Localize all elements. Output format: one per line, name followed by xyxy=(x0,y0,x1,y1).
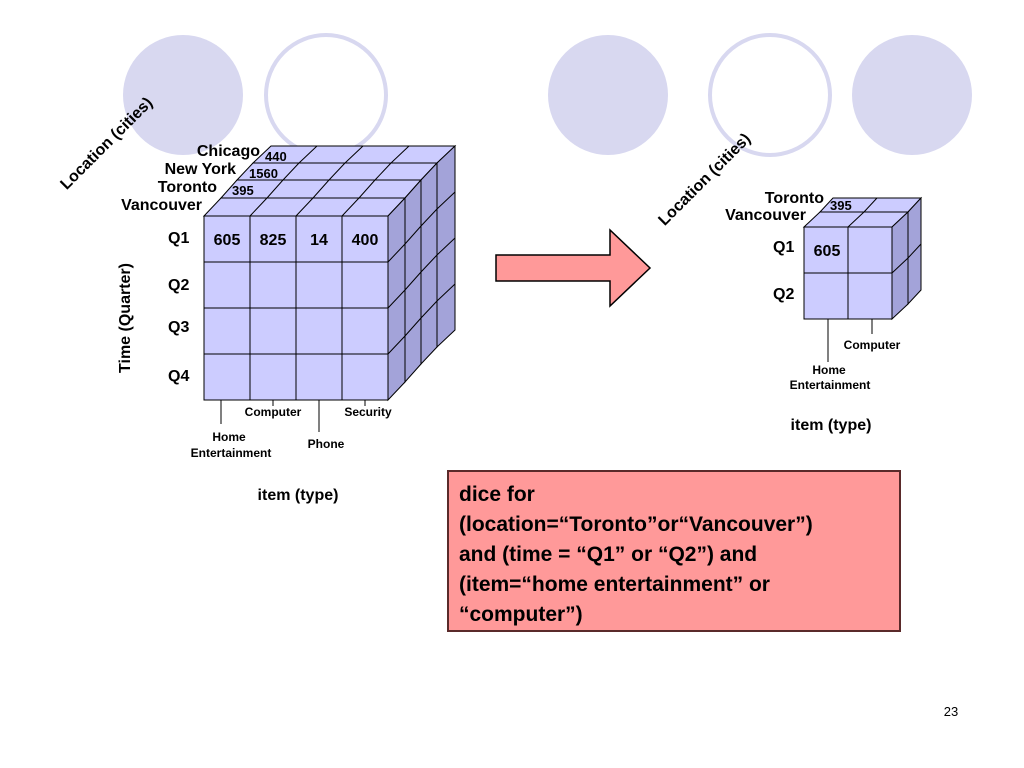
quarter-label-q3: Q3 xyxy=(168,319,189,336)
cell-value: 825 xyxy=(260,232,287,249)
item-label-computer: Computer xyxy=(245,405,302,419)
circle-filled xyxy=(852,35,972,155)
city-value-toronto: 395 xyxy=(232,183,254,198)
item-label-entertainment: Entertainment xyxy=(790,378,871,392)
cube-gridlines xyxy=(204,197,406,400)
dice-line: and (time = “Q1” or “Q2”) and xyxy=(459,543,758,566)
cell-value: 400 xyxy=(352,232,379,249)
circle-filled xyxy=(123,35,243,155)
circle-outline xyxy=(264,33,388,157)
city-value-chicago: 440 xyxy=(265,149,287,164)
dice-line: dice for xyxy=(459,483,535,506)
quarter-label-q1: Q1 xyxy=(168,230,189,247)
cell-value: 14 xyxy=(310,232,328,249)
page-number: 23 xyxy=(943,704,959,719)
quarter-label-q4: Q4 xyxy=(168,368,189,385)
item-tick-lines xyxy=(827,319,873,362)
arrow-icon xyxy=(495,228,652,308)
circle-filled xyxy=(548,35,668,155)
city-value-toronto: 395 xyxy=(830,198,852,213)
item-tick-lines xyxy=(220,400,366,432)
dice-callout: dice for (location=“Toronto”or“Vancouver… xyxy=(447,470,901,632)
city-label-toronto: Toronto xyxy=(158,179,217,196)
left-cube xyxy=(202,144,457,432)
quarter-label-q2: Q2 xyxy=(773,286,794,303)
quarter-label-q1: Q1 xyxy=(773,239,794,256)
dice-line: (item=“home entertainment” or xyxy=(459,573,770,596)
city-label-new-york: New York xyxy=(165,161,237,178)
city-label-vancouver: Vancouver xyxy=(725,207,806,224)
city-label-toronto: Toronto xyxy=(765,190,824,207)
city-label-vancouver: Vancouver xyxy=(121,197,202,214)
location-axis-label: Location (cities) xyxy=(57,94,156,193)
city-value-new-york: 1560 xyxy=(249,166,278,181)
item-label-phone: Phone xyxy=(308,437,345,451)
cell-value: 605 xyxy=(214,232,241,249)
dice-line: (location=“Toronto”or“Vancouver”) xyxy=(459,513,813,536)
time-axis-label: Time (Quarter) xyxy=(117,263,134,373)
cell-value: 605 xyxy=(814,243,841,260)
item-label-entertainment: Entertainment xyxy=(191,446,272,460)
item-label-home: Home xyxy=(812,363,846,377)
city-label-chicago: Chicago xyxy=(197,143,260,160)
quarter-label-q2: Q2 xyxy=(168,277,189,294)
circle-outline xyxy=(708,33,832,157)
item-axis-label: item (type) xyxy=(258,487,339,504)
item-label-home: Home xyxy=(212,430,246,444)
item-axis-label: item (type) xyxy=(791,417,872,434)
decorative-circles xyxy=(123,33,972,157)
cube-gridlines xyxy=(804,211,909,319)
right-cube xyxy=(802,196,923,362)
item-label-security: Security xyxy=(344,405,392,419)
dice-line: “computer”) xyxy=(459,603,583,626)
item-label-computer: Computer xyxy=(844,338,901,352)
